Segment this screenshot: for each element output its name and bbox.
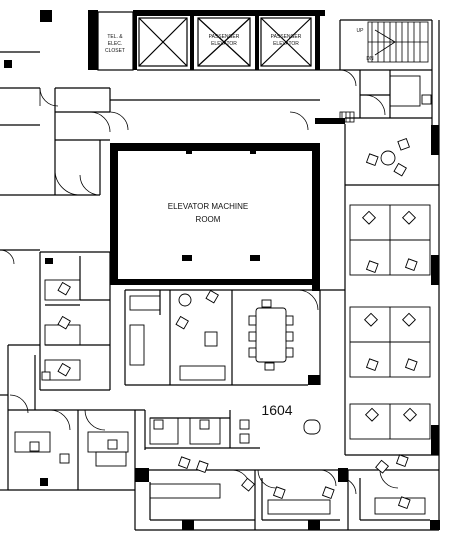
machine-room-label-line1: ELEVATOR MACHINE [168, 202, 248, 211]
elevator-2-label-line1: PASSENGER [271, 34, 302, 40]
elevator-1-label-line2: ELEVATOR [211, 41, 237, 47]
elevator-1-label-line1: PASSENGER [209, 34, 240, 40]
tel-closet-label-line2: ELEC. [108, 41, 122, 47]
stair-down-label: DN [366, 56, 374, 62]
tel-closet-label-line3: CLOSET [105, 48, 125, 54]
walls [4, 10, 440, 530]
chairs [29, 94, 432, 509]
partitions [0, 11, 440, 531]
stairs [339, 21, 429, 123]
stair-up-label: UP [357, 28, 365, 34]
suite-number: 1604 [261, 402, 292, 418]
machine-room-label-line2: ROOM [196, 215, 221, 224]
tel-closet-label-line1: TEL. & [107, 34, 123, 40]
elevator-2-label-line2: ELEVATOR [273, 41, 299, 47]
elevator-shafts [138, 17, 312, 67]
